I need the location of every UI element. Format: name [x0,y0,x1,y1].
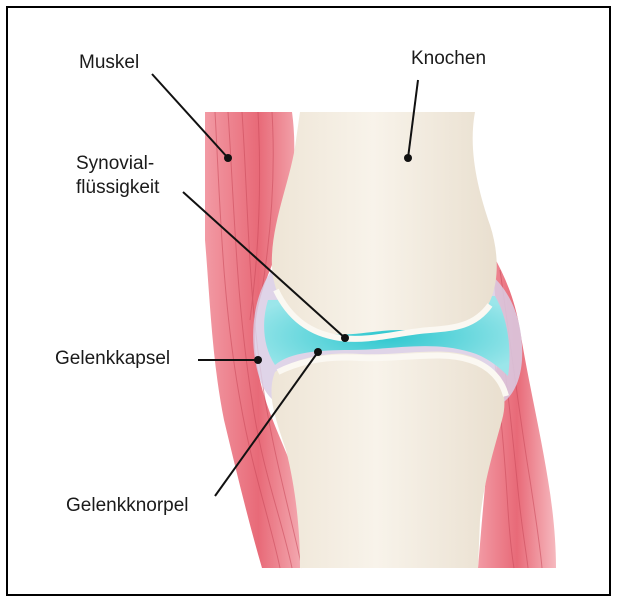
label-knochen: Knochen [411,47,486,71]
upper-bone [272,112,497,334]
dot-gelenkknorpel [314,348,322,356]
dot-knochen [404,154,412,162]
label-synovial-line1: Synovial- [76,152,154,176]
label-muskel: Muskel [79,51,139,75]
label-synovial-line2: flüssigkeit [76,176,159,200]
dot-gelenkkapsel [254,356,262,364]
dot-muskel [224,154,232,162]
label-gelenkkapsel: Gelenkkapsel [55,347,170,371]
lower-bone [271,351,504,568]
dot-synovial [341,334,349,342]
label-gelenkknorpel: Gelenkknorpel [66,494,189,518]
